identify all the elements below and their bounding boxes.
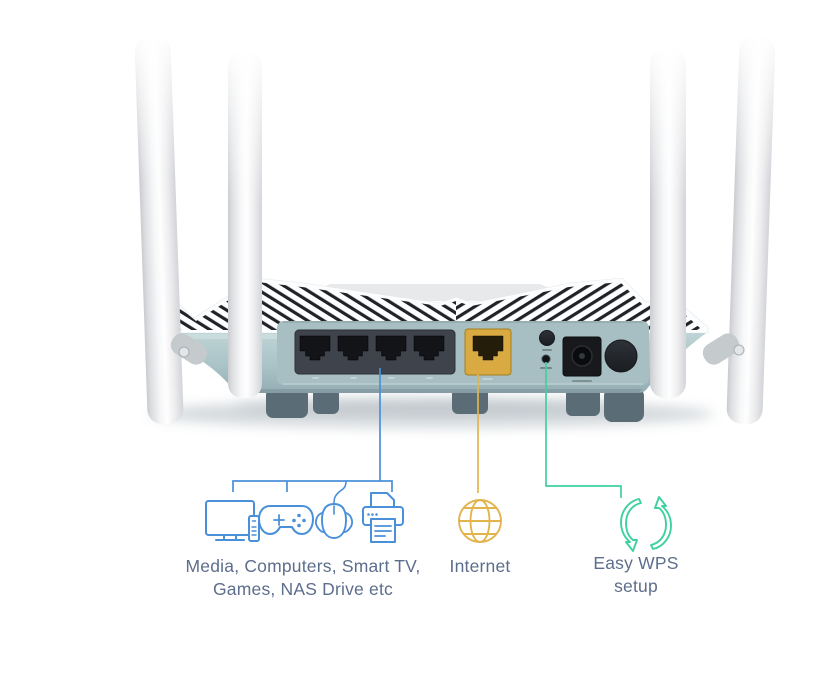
internet-port (464, 328, 512, 376)
wps-caption-line2: setup (614, 576, 658, 596)
tv-remote-icon (205, 500, 260, 542)
antenna-left-inner (226, 46, 264, 398)
wps-button (539, 330, 555, 346)
antenna-right-inner (648, 42, 688, 398)
antenna-left-outer (132, 29, 184, 425)
lan-caption-line1: Media, Computers, Smart TV, (185, 556, 421, 576)
globe-icon (458, 499, 502, 543)
body-bottom-edge (235, 389, 643, 393)
antenna-hinge-left (170, 333, 208, 365)
wps-caption: Easy WPS setup (581, 552, 691, 598)
wps-callout-line (545, 362, 622, 498)
port-labels (312, 377, 493, 380)
power-jack (562, 336, 602, 382)
internet-caption: Internet (425, 555, 535, 578)
wps-sync-arrows-icon (620, 496, 672, 552)
router-feet (266, 388, 644, 422)
wps-caption-line1: Easy WPS (593, 553, 679, 573)
power-button (604, 339, 638, 373)
lan-caption-line2: Games, NAS Drive etc (212, 579, 394, 599)
gamepad-icon (258, 505, 314, 535)
lan-port-block (294, 329, 456, 375)
wps-label (542, 349, 552, 351)
lan-bracket (232, 480, 393, 492)
reset-hole (541, 354, 551, 364)
lan-caption: Media, Computers, Smart TV, Games, NAS D… (173, 555, 433, 601)
printer-icon (362, 492, 404, 543)
antenna-hinge-right (702, 333, 745, 365)
antenna-right-outer (726, 29, 778, 425)
internet-caption-label: Internet (449, 556, 511, 576)
gaming-mouse-icon (314, 480, 354, 539)
lan-callout-line (232, 368, 393, 492)
